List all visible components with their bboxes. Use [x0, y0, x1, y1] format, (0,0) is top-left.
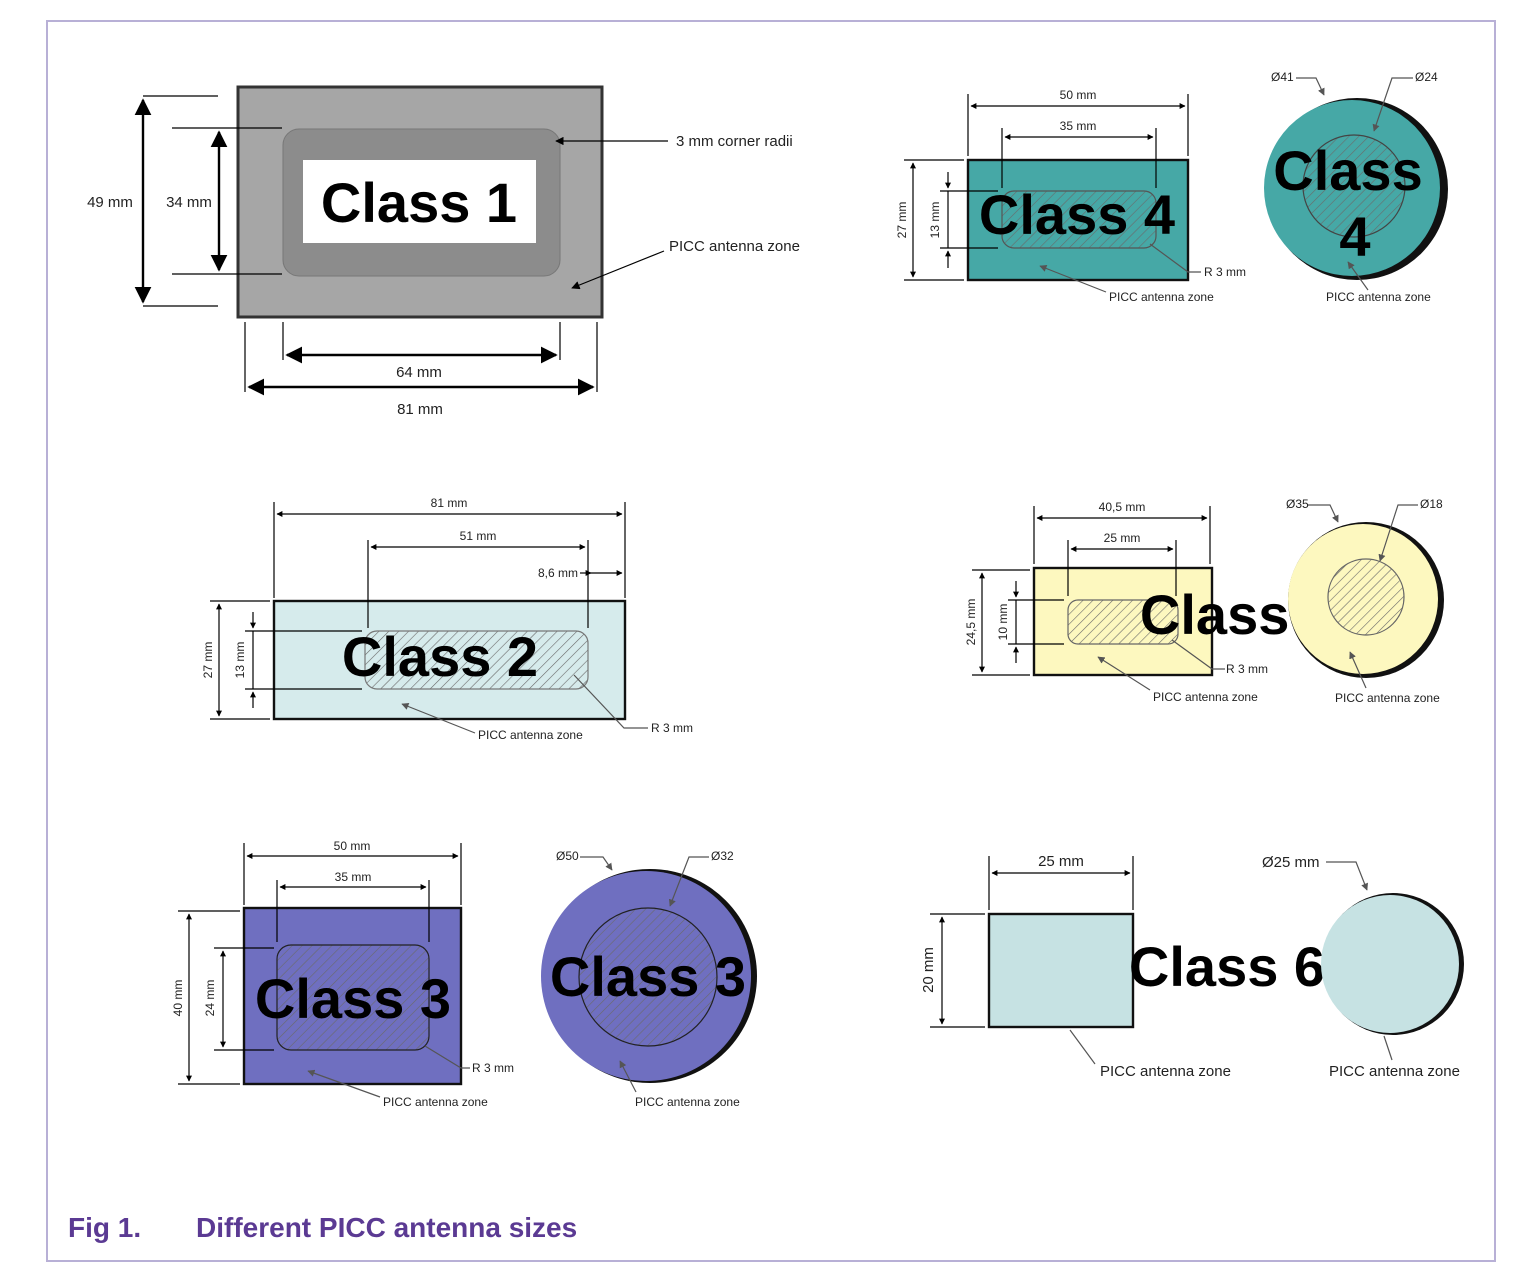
class3-rect-zone-callout: PICC antenna zone: [383, 1095, 488, 1109]
class5-dim-width-outer: 40,5 mm: [1099, 500, 1146, 514]
class1-dim-height-inner: 34 mm: [166, 194, 212, 211]
class5-rect-zone-callout: PICC antenna zone: [1153, 690, 1258, 704]
class5-dia-inner: Ø18: [1420, 497, 1443, 511]
class4-rect-antenna-zone: [1001, 190, 1157, 249]
class3-dim-radius: R 3 mm: [472, 1061, 514, 1075]
class3-dim-width-inner: 35 mm: [335, 870, 372, 884]
class1-label-box: [303, 160, 536, 243]
class4-dim-width-outer: 50 mm: [1060, 88, 1097, 102]
class4-dim-height-outer: 27 mm: [895, 202, 909, 239]
class2-dim-offset: 8,6 mm: [538, 566, 578, 580]
class1-callout-zone: PICC antenna zone: [669, 238, 800, 255]
class2-dim-radius: R 3 mm: [651, 721, 693, 735]
class1-group: Class 1 49 mm 34 mm 64 mm 81 mm 3 mm cor…: [87, 85, 800, 418]
class4-dim-height-inner: 13 mm: [928, 202, 942, 239]
class2-label: Class 2: [342, 625, 538, 688]
class3-dia-inner: Ø32: [711, 849, 734, 863]
class4-circle-zone-callout: PICC antenna zone: [1326, 290, 1431, 304]
class6-rect-zone-callout: PICC antenna zone: [1100, 1063, 1231, 1080]
class5-dim-radius: R 3 mm: [1226, 662, 1268, 676]
class1-label: Class 1: [321, 171, 517, 234]
class1-dim-height-outer: 49 mm: [87, 194, 133, 211]
class4-rect-label: Class 4: [979, 183, 1175, 246]
figure-caption: Fig 1. Different PICC antenna sizes: [68, 1212, 577, 1244]
class6-group: Class 6 25 mm 20 mm PICC antenna zone Ø2…: [920, 853, 1464, 1080]
class1-callout-corner: 3 mm corner radii: [676, 133, 793, 150]
class5-rect-antenna-zone: [1067, 599, 1179, 645]
figure-frame: [46, 20, 1496, 1262]
class6-circle: [1321, 895, 1459, 1033]
class2-dim-height-outer: 27 mm: [201, 642, 215, 679]
class2-dim-height-inner: 13 mm: [233, 642, 247, 679]
class6-rect: [987, 912, 1135, 1029]
figure-number: Fig 1.: [68, 1212, 142, 1243]
class3-group: Class 3 50 mm 35 mm 40 mm 24 mm R 3 mm P…: [171, 839, 757, 1109]
class6-dim-height: 20 mm: [920, 947, 937, 993]
class4-circle-label-line1: Class: [1273, 139, 1422, 202]
class3-dim-height-outer: 40 mm: [171, 980, 185, 1017]
class3-dia-outer: Ø50: [556, 849, 579, 863]
class2-group: Class 2 81 mm 51 mm 8,6 mm 27 mm 13 mm P…: [201, 496, 693, 742]
class5-circle-antenna-zone: [1327, 558, 1405, 636]
class4-circle-label-line2: 4: [1339, 205, 1370, 268]
class2-dim-width-inner: 51 mm: [460, 529, 497, 543]
class1-dim-width-outer: 81 mm: [397, 401, 443, 418]
class6-label: Class 6: [1129, 935, 1325, 998]
class2-antenna-zone: [364, 630, 589, 690]
class4-dim-radius: R 3 mm: [1204, 265, 1246, 279]
class6-circle-zone-callout: PICC antenna zone: [1329, 1063, 1460, 1080]
class6-dia: Ø25 mm: [1262, 854, 1320, 871]
class4-dia-inner: Ø24: [1415, 70, 1438, 84]
class6-dim-width: 25 mm: [1038, 853, 1084, 870]
class4-dim-width-inner: 35 mm: [1060, 119, 1097, 133]
class4-group: Class 4 50 mm 35 mm 27 mm 13 mm R 3 mm P…: [895, 70, 1448, 304]
class3-circle-antenna-zone: [578, 907, 718, 1047]
figure-title: Different PICC antenna sizes: [196, 1212, 578, 1243]
class1-dim-width-inner: 64 mm: [396, 364, 442, 381]
class5-group: Class 5 40,5 mm 25 mm 24,5 mm 10 mm R 3 …: [964, 497, 1444, 705]
class5-circle-zone-callout: PICC antenna zone: [1335, 691, 1440, 705]
class5-dim-height-outer: 24,5 mm: [964, 599, 978, 646]
class5-dim-width-inner: 25 mm: [1104, 531, 1141, 545]
class5-dim-height-inner: 10 mm: [996, 604, 1010, 641]
class3-dim-width-outer: 50 mm: [334, 839, 371, 853]
class2-zone-callout: PICC antenna zone: [478, 728, 583, 742]
class3-rect-label: Class 3: [255, 967, 451, 1030]
class2-dim-width-outer: 81 mm: [431, 496, 468, 510]
class3-rect-antenna-zone: [276, 944, 430, 1051]
class5-dia-outer: Ø35: [1286, 497, 1309, 511]
class3-circle-zone-callout: PICC antenna zone: [635, 1095, 740, 1109]
class4-dia-outer: Ø41: [1271, 70, 1294, 84]
class4-circle-antenna-zone: [1302, 134, 1406, 238]
class3-circle-label: Class 3: [550, 945, 746, 1008]
class3-dim-height-inner: 24 mm: [203, 980, 217, 1017]
class4-rect-zone-callout: PICC antenna zone: [1109, 290, 1214, 304]
